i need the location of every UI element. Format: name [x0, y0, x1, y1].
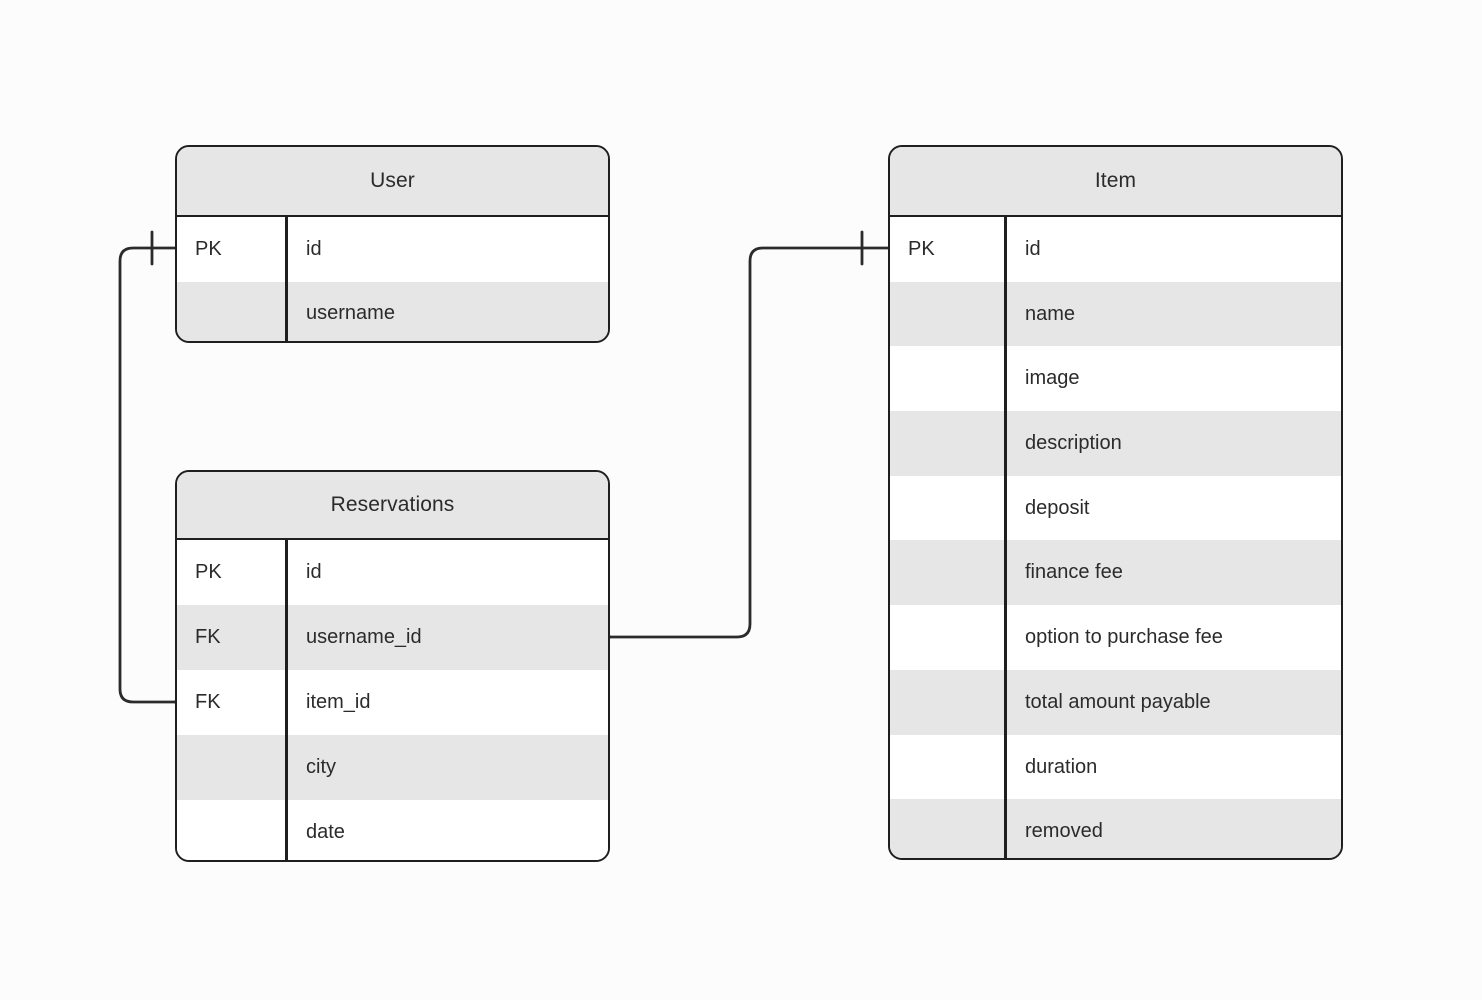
- entity-title-item: Item: [890, 147, 1341, 217]
- attribute-row[interactable]: finance fee: [890, 540, 1341, 605]
- attribute-name-label: removed: [1025, 820, 1103, 842]
- attribute-row[interactable]: PK id: [890, 217, 1341, 282]
- attribute-row[interactable]: image: [890, 346, 1341, 411]
- attribute-name-label: total amount payable: [1025, 691, 1211, 713]
- attribute-row[interactable]: removed: [890, 799, 1341, 858]
- attribute-row[interactable]: FK item_id: [177, 670, 608, 735]
- attribute-key-label: PK: [908, 238, 935, 260]
- attribute-name-label: description: [1025, 432, 1122, 454]
- attribute-name-label: id: [306, 561, 322, 583]
- relationship-item-to-reservations[interactable]: [575, 230, 890, 654]
- attribute-name-label: finance fee: [1025, 561, 1123, 583]
- entity-title-reservations: Reservations: [177, 472, 608, 540]
- column-divider: [285, 540, 288, 860]
- attribute-row[interactable]: total amount payable: [890, 670, 1341, 735]
- attribute-name-label: duration: [1025, 755, 1098, 778]
- attribute-row[interactable]: deposit: [890, 476, 1341, 540]
- entity-attributes-user: PK id username: [177, 217, 608, 341]
- attribute-name-label: option to purchase fee: [1025, 626, 1223, 648]
- attribute-key-label: FK: [195, 626, 221, 648]
- attribute-name-label: deposit: [1025, 496, 1090, 519]
- attribute-name-label: username_id: [306, 626, 422, 648]
- entity-attributes-item: PK id name image description deposit finance f…: [890, 217, 1341, 858]
- attribute-name-label: city: [306, 756, 336, 778]
- attribute-name-label: id: [1025, 238, 1041, 260]
- column-divider: [1004, 217, 1007, 858]
- attribute-key-label: FK: [195, 691, 221, 713]
- relationship-path: [118, 246, 177, 704]
- attribute-name-label: name: [1025, 302, 1076, 325]
- attribute-name-label: image: [1025, 367, 1080, 389]
- attribute-row[interactable]: FK username_id: [177, 605, 608, 670]
- attribute-row[interactable]: description: [890, 411, 1341, 476]
- entity-title-user: User: [177, 147, 608, 217]
- attribute-row[interactable]: date: [177, 800, 608, 860]
- attribute-row[interactable]: username: [177, 282, 608, 341]
- attribute-row[interactable]: name: [890, 282, 1341, 346]
- column-divider: [285, 217, 288, 341]
- attribute-row[interactable]: city: [177, 735, 608, 800]
- attribute-key-label: PK: [195, 561, 222, 583]
- relationship-path: [608, 246, 890, 639]
- attribute-key-label: PK: [195, 238, 222, 260]
- attribute-row[interactable]: duration: [890, 735, 1341, 799]
- attribute-row[interactable]: PK id: [177, 540, 608, 605]
- attribute-row[interactable]: option to purchase fee: [890, 605, 1341, 670]
- attribute-name-label: username: [306, 302, 395, 324]
- attribute-name-label: id: [306, 238, 322, 260]
- attribute-name-label: date: [306, 820, 345, 843]
- attribute-row[interactable]: PK id: [177, 217, 608, 282]
- attribute-name-label: item_id: [306, 691, 371, 713]
